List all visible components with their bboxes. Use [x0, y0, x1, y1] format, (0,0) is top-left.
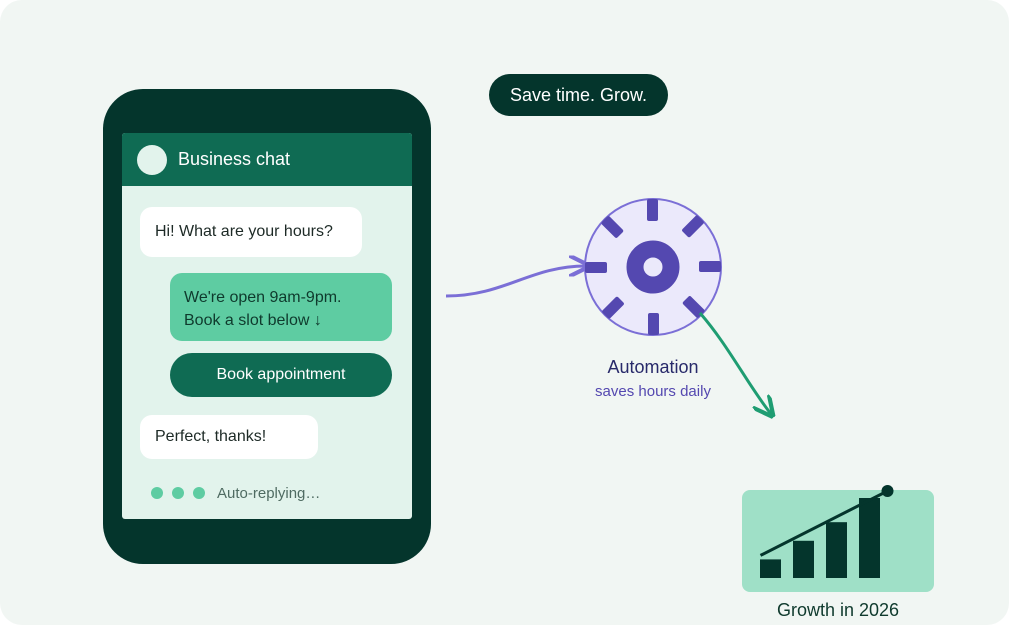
tagline-pill: Save time. Grow.	[489, 74, 668, 116]
avatar	[137, 145, 167, 175]
message-bubble-business: We're open 9am-9pm. Book a slot below ↓	[170, 273, 392, 341]
connector-arrow-to-automation	[445, 266, 586, 298]
chat-title: Business chat	[178, 149, 291, 169]
automation-title: Automation	[607, 357, 699, 377]
growth-bar-chart	[759, 485, 894, 578]
message-bubble-customer: Perfect, thanks!	[140, 415, 318, 459]
automation-subtitle: saves hours daily	[595, 383, 711, 400]
growth-trend-endpoint	[881, 485, 894, 497]
typing-dot	[151, 487, 163, 499]
message-text-line-1: We're open 9am-9pm.	[184, 289, 342, 306]
growth-chart-card	[742, 485, 934, 592]
typing-dot	[193, 487, 205, 499]
phone-screen: Business chat Hi! What are your hours? W…	[122, 133, 412, 519]
growth-bar	[760, 559, 781, 578]
connector-arrow-to-growth	[698, 312, 771, 414]
gear-icon	[584, 198, 722, 336]
diagram-overlay	[445, 198, 1009, 625]
growth-label: Growth in 2026	[776, 600, 900, 620]
message-text: Perfect, thanks!	[155, 428, 267, 445]
message-bubble-customer: Hi! What are your hours?	[140, 207, 362, 257]
typing-indicator-label: Auto-replying…	[217, 485, 321, 502]
growth-trend-line	[759, 489, 889, 557]
book-appointment-button[interactable]: Book appointment	[170, 353, 392, 397]
message-text-line-2: Book a slot below ↓	[184, 312, 322, 329]
phone-frame: Business chat Hi! What are your hours? W…	[103, 89, 431, 564]
growth-bar	[826, 522, 847, 578]
chat-header: Business chat	[122, 133, 412, 186]
illustration-canvas: Save time. Grow. Business chat Hi! What …	[0, 0, 1009, 625]
growth-bar	[793, 540, 814, 578]
message-text: Hi! What are your hours?	[155, 223, 333, 240]
growth-bar	[859, 498, 880, 578]
typing-dot	[172, 487, 184, 499]
